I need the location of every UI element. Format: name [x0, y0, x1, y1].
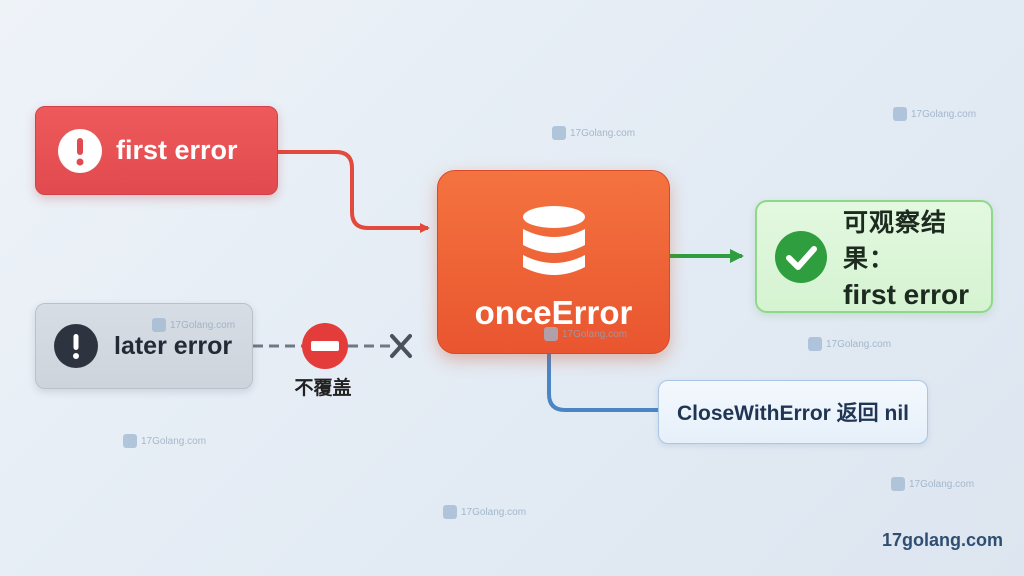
watermark-logo-icon: [552, 126, 566, 140]
watermark-logo-icon: [544, 327, 558, 341]
later-error-node: later error: [35, 303, 253, 389]
watermark-logo-icon: [443, 505, 457, 519]
watermark: 17Golang.com: [808, 337, 891, 351]
check-circle-icon: [775, 230, 827, 283]
watermark: 17Golang.com: [893, 107, 976, 121]
watermark-logo-icon: [808, 337, 822, 351]
arrow-first-to-once: [278, 150, 430, 233]
result-node: 可观察结果： first error: [755, 200, 993, 313]
watermark-logo-icon: [123, 434, 137, 448]
once-error-label: onceError: [474, 294, 633, 331]
database-icon: [521, 205, 587, 284]
result-value: first error: [843, 278, 970, 310]
watermark: 17Golang.com: [891, 477, 974, 491]
result-title: 可观察结果：: [843, 208, 948, 273]
watermark: 17Golang.com: [123, 434, 206, 448]
later-error-label: later error: [114, 331, 233, 360]
x-mark-icon: [390, 334, 412, 358]
watermark-logo-icon: [891, 477, 905, 491]
once-error-node: onceError: [437, 170, 670, 354]
exclamation-circle-icon: [58, 128, 102, 173]
watermark: 17Golang.com: [152, 318, 235, 332]
watermark: 17Golang.com: [552, 126, 635, 140]
no-overwrite-label: 不覆盖: [294, 378, 352, 399]
watermark: 17Golang.com: [544, 327, 627, 341]
close-with-error-node: CloseWithError 返回 nil: [658, 380, 928, 444]
no-entry-icon: [302, 323, 348, 369]
watermark-logo-icon: [152, 318, 166, 332]
watermark: 17Golang.com: [443, 505, 526, 519]
first-error-node: first error: [35, 106, 278, 195]
close-with-error-label: CloseWithError 返回 nil: [677, 402, 909, 425]
exclamation-circle-icon: [54, 324, 98, 368]
site-footer: 17golang.com: [881, 530, 1003, 550]
first-error-label: first error: [116, 135, 238, 165]
watermark-logo-icon: [893, 107, 907, 121]
line-once-to-close: [547, 354, 658, 412]
